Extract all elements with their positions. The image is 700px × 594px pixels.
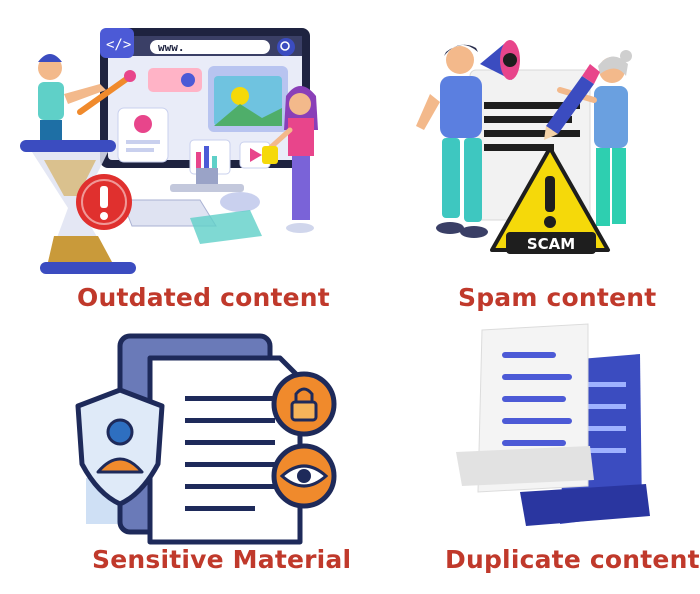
web-design-hourglass-alert-icon: www. </> (20, 28, 318, 274)
svg-text:</>: </> (106, 37, 131, 53)
caption-outdated-content: Outdated content (77, 283, 330, 312)
caption-sensitive-material: Sensitive Material (92, 545, 352, 574)
panel-duplicate: Duplicate content (350, 300, 700, 594)
scam-sign-text: SCAM (527, 235, 575, 253)
panel-sensitive: Sensitive Material (0, 300, 352, 594)
scam-warning-people-icon: SCAM (416, 40, 632, 254)
confidential-document-lock-eye-icon (75, 333, 337, 545)
duplicate-documents-icon (456, 323, 650, 526)
caption-spam-content: Spam content (458, 283, 657, 312)
panel-spam: SCAM Spam content (350, 0, 700, 312)
panel-outdated: www. </> (0, 0, 350, 312)
screen-url-text: www. (158, 41, 185, 54)
caption-duplicate-content: Duplicate content (445, 545, 700, 574)
